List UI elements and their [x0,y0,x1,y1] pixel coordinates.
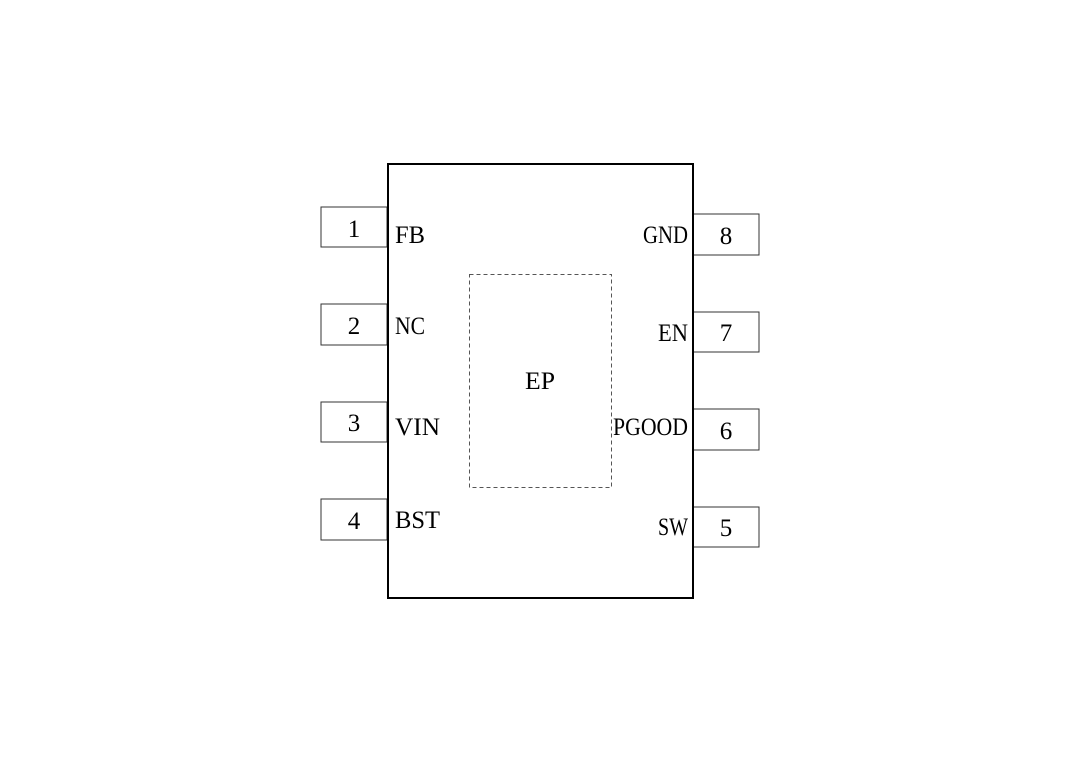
exposed-pad [469,274,612,488]
exposed-pad-label: EP [525,368,555,395]
pin-name: PGOOD [613,414,688,441]
pin-3: 3 VIN [320,401,440,443]
pin-number: 6 [720,418,733,445]
pin-name: EN [658,320,688,347]
pin-number: 8 [720,223,733,250]
pin-number: 3 [348,410,361,437]
pin-name: SW [658,514,688,541]
pin-number: 1 [348,216,361,243]
pin-1: 1 FB [320,206,425,249]
pin-number: 2 [348,313,361,340]
pin-name: NC [395,313,425,340]
pin-number: 5 [720,515,733,542]
pin-2: 2 NC [320,303,425,346]
pin-number: 4 [348,508,361,535]
pin-8: 8 GND [643,213,760,256]
pin-7: 7 EN [658,311,760,353]
pin-number: 7 [720,320,733,347]
pin-name: FB [395,222,425,249]
pin-name: BST [395,507,440,534]
pin-name: GND [643,222,688,249]
pin-6: 6 PGOOD [613,408,760,451]
pin-5: 5 SW [658,506,760,548]
pin-name: VIN [395,414,440,441]
package-body [387,163,694,599]
pin-4: 4 BST [320,498,440,541]
